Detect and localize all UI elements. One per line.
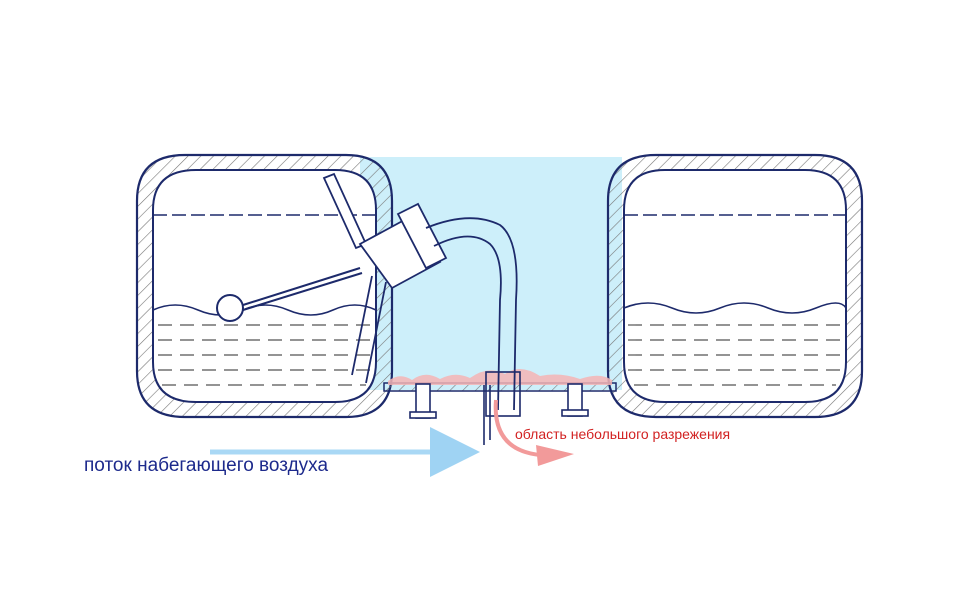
float-valve [216, 172, 448, 384]
vacuum-region-label: область небольшого разрежения [515, 426, 731, 442]
bottom-plate [383, 368, 617, 392]
left-tank [135, 153, 394, 419]
vacuum-flow-arrow [493, 399, 574, 466]
right-tank [606, 153, 864, 419]
mounting-bolts [409, 383, 589, 419]
vent-tube [425, 217, 521, 445]
airflow-label: поток набегающего воздуха [84, 455, 329, 476]
